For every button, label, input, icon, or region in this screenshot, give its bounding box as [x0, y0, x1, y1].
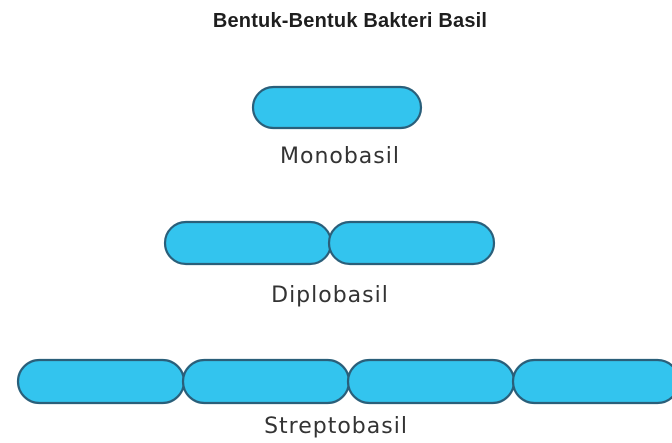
diplobasil-cell-1	[163, 220, 333, 266]
streptobasil-cell-2	[181, 358, 351, 405]
streptobasil-group	[16, 358, 672, 405]
monobasil-group	[251, 85, 423, 130]
monobasil-label: Monobasil	[280, 144, 400, 169]
streptobasil-cell-4	[511, 358, 672, 405]
diplobasil-group	[163, 220, 496, 266]
diagram-title: Bentuk-Bentuk Bakteri Basil	[212, 10, 488, 32]
diplobasil-label: Diplobasil	[271, 283, 389, 308]
monobasil-cell-1	[251, 85, 423, 130]
streptobasil-cell-3	[346, 358, 516, 405]
streptobasil-cell-1	[16, 358, 186, 405]
streptobasil-label: Streptobasil	[264, 414, 408, 439]
diplobasil-cell-2	[327, 220, 496, 266]
